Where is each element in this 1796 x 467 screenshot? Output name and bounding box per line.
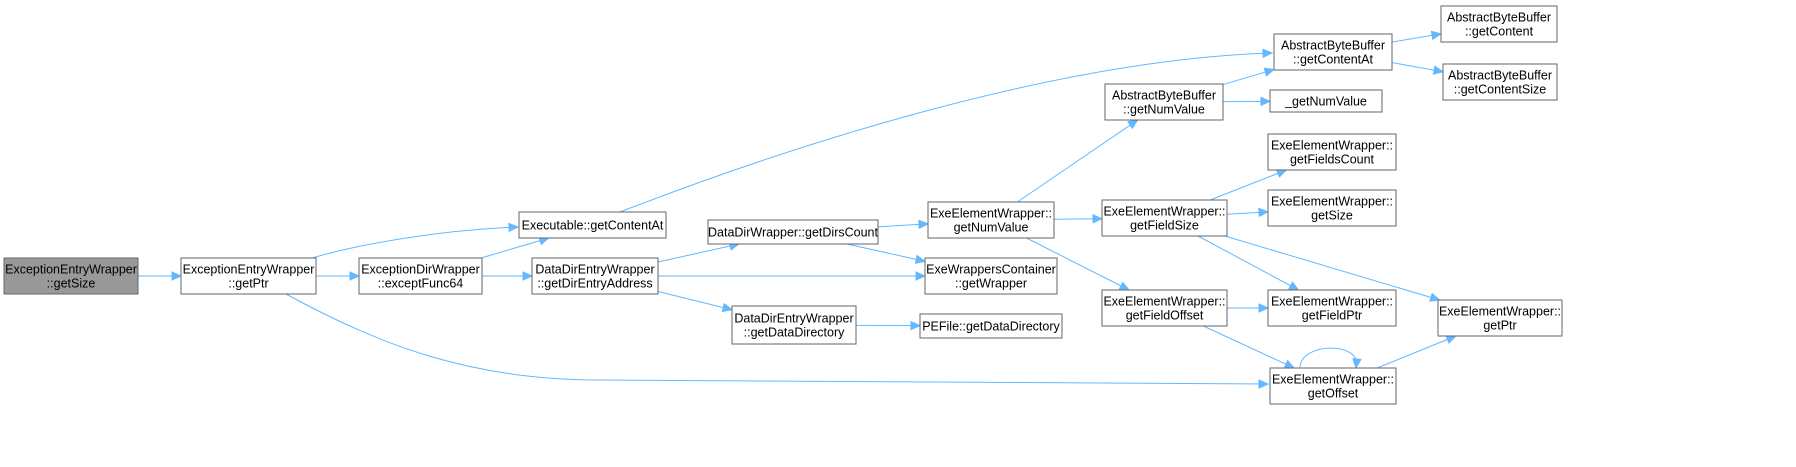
function-node-n9[interactable]: PEFile::getDataDirectory [919,313,1063,339]
function-node-n7[interactable]: ExeElementWrapper::getNumValue [927,201,1055,239]
function-node-n18[interactable]: ExeElementWrapper::getOffset [1269,367,1397,405]
edge-n1-to-n2 [316,271,361,281]
node-label-line: ExeElementWrapper:: [930,207,1052,221]
node-label-line: ::exceptFunc64 [378,277,464,291]
edge-n10-to-n14 [1222,96,1272,107]
node-label-line: ExeElementWrapper:: [1271,195,1393,209]
node-label-line: ExeElementWrapper:: [1439,305,1561,319]
node-label-line: DataDirEntryWrapper [535,263,654,277]
edge-n12-to-n17 [1227,303,1270,313]
node-label-line: ExceptionDirWrapper [361,263,480,277]
node-label-line: getFieldsCount [1290,153,1375,167]
edge-n5-to-n7 [877,219,930,230]
function-node-n2[interactable]: ExceptionDirWrapper::exceptFunc64 [358,257,483,295]
edge-n13-to-n19 [1391,30,1443,43]
node-label-line: ::getNumValue [1123,103,1205,117]
node-label-line: getFieldOffset [1126,309,1204,323]
node-label-line: getOffset [1308,387,1359,401]
node-label-line: ::getContentSize [1454,83,1546,97]
edge-n0-to-n1 [138,271,183,281]
node-label-line: ::getSize [47,277,96,291]
node-label-line: _getNumValue [1284,95,1367,109]
node-label-line: ExceptionEntryWrapper [183,263,315,277]
edge-n12-to-n18 [1203,325,1296,369]
node-label-line: DataDirWrapper::getDirsCount [708,226,878,240]
edge-n7-to-n11 [1053,214,1104,224]
node-label-line: DataDirEntryWrapper [734,312,853,326]
edge-n18-to-n18 [1299,347,1362,370]
function-node-n16[interactable]: ExeElementWrapper::getSize [1267,189,1397,227]
function-node-n17[interactable]: ExeElementWrapper::getFieldPtr [1267,289,1397,327]
function-node-n0[interactable]: ExceptionEntryWrapper::getSize [3,257,139,295]
function-node-n1[interactable]: ExceptionEntryWrapper::getPtr [180,257,317,295]
edge-n11-to-n21 [1224,235,1441,302]
node-label-line: AbstractByteBuffer [1447,11,1551,25]
function-node-n4[interactable]: DataDirEntryWrapper::getDirEntryAddress [531,257,659,295]
function-node-n5[interactable]: DataDirWrapper::getDirsCount [707,219,879,245]
function-node-n21[interactable]: ExeElementWrapper::getPtr [1437,299,1563,337]
function-node-n10[interactable]: AbstractByteBuffer::getNumValue [1104,83,1224,121]
node-label-line: getPtr [1483,319,1516,333]
node-label-line: getFieldSize [1130,219,1199,233]
edge-n11-to-n16 [1226,207,1270,218]
node-label-line: ::getContentAt [1293,53,1373,67]
function-node-n6[interactable]: DataDirEntryWrapper::getDataDirectory [731,305,857,345]
edge-n4-to-n8 [658,271,927,281]
node-label-line: ExeWrappersContainer [926,263,1056,277]
function-node-n20[interactable]: AbstractByteBuffer::getContentSize [1442,63,1558,101]
node-label-line: ExceptionEntryWrapper [5,263,137,277]
node-label-line: ::getWrapper [955,277,1027,291]
node-label-line: ExeElementWrapper:: [1271,139,1393,153]
edge-n11-to-n17 [1197,235,1300,291]
function-node-n11[interactable]: ExeElementWrapper::getFieldSize [1101,199,1228,237]
function-node-n8[interactable]: ExeWrappersContainer::getWrapper [924,257,1058,295]
edge-n10-to-n13 [1222,67,1276,86]
node-label-line: getSize [1311,209,1353,223]
edge-n4-to-n5 [657,241,741,263]
edge-n2-to-n3 [481,236,550,259]
node-label-line: Executable::getContentAt [522,219,664,233]
function-node-n19[interactable]: AbstractByteBuffer::getContent [1440,5,1558,43]
edge-n6-to-n9 [855,320,922,331]
node-label-line: AbstractByteBuffer [1112,89,1216,103]
edge-n1-to-n3 [311,222,520,259]
node-label-line: AbstractByteBuffer [1448,69,1552,83]
node-label-line: ::getPtr [228,277,268,291]
node-label-line: ExeElementWrapper:: [1103,295,1225,309]
node-label-line: ExeElementWrapper:: [1272,373,1394,387]
node-label-line: PEFile::getDataDirectory [922,320,1060,334]
node-label-line: getFieldPtr [1302,309,1362,323]
node-label-line: getNumValue [954,221,1029,235]
edge-n7-to-n10 [1017,119,1139,203]
edge-n4-to-n6 [657,291,734,313]
node-label-line: ::getContent [1465,25,1534,39]
node-label-line: AbstractByteBuffer [1281,39,1385,53]
node-label-line: ::getDirEntryAddress [537,277,652,291]
function-node-n13[interactable]: AbstractByteBuffer::getContentAt [1273,33,1393,71]
node-label-line: ExeElementWrapper:: [1271,295,1393,309]
function-node-n12[interactable]: ExeElementWrapper::getFieldOffset [1101,289,1228,327]
edge-n5-to-n8 [846,243,927,264]
node-label-line: ::getDataDirectory [744,326,845,340]
call-nodes: ExceptionEntryWrapper::getSizeExceptionE… [3,5,1563,405]
edge-n2-to-n4 [482,271,534,281]
function-node-n14[interactable]: _getNumValue [1269,89,1383,113]
function-node-n3[interactable]: Executable::getContentAt [518,211,667,239]
edge-n13-to-n20 [1391,62,1445,75]
edge-n18-to-n21 [1377,335,1457,369]
node-label-line: ExeElementWrapper:: [1103,205,1225,219]
edge-n3-to-n13 [619,48,1274,213]
function-node-n15[interactable]: ExeElementWrapper::getFieldsCount [1267,133,1397,171]
